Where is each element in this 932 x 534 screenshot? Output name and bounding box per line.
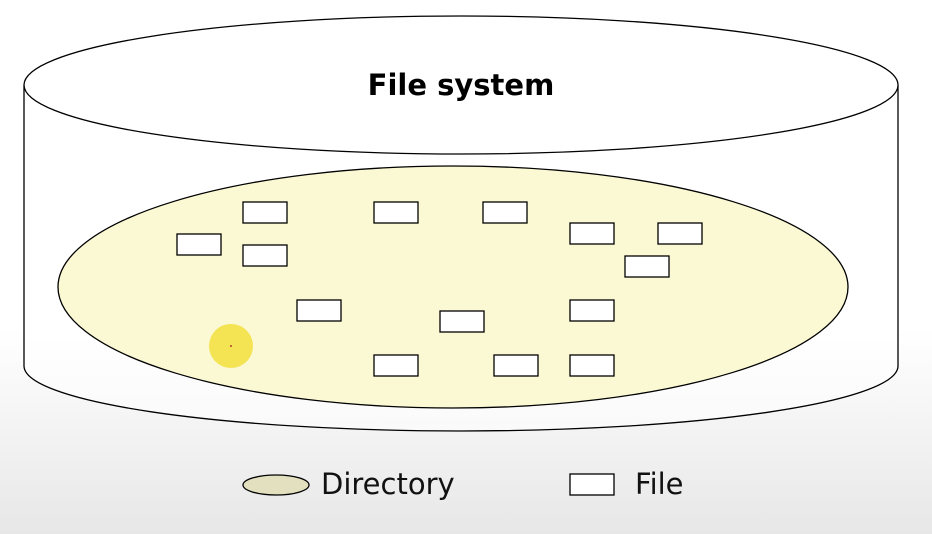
file-rect: [439, 310, 485, 333]
file-rect: [482, 201, 528, 224]
file-rect: [242, 244, 288, 267]
legend-directory-label: Directory: [321, 467, 455, 501]
legend-file-swatch: [569, 473, 615, 496]
file-rect: [569, 222, 615, 245]
cylinder-top: [23, 15, 899, 155]
cursor-dot: [230, 345, 232, 347]
file-rect: [176, 233, 222, 256]
file-rect: [373, 201, 419, 224]
file-rect: [373, 354, 419, 377]
file-rect: [296, 299, 342, 322]
legend-directory-swatch: [242, 474, 310, 496]
file-rect: [569, 299, 615, 322]
files-group: [176, 201, 703, 377]
legend: Directory File: [242, 467, 684, 501]
file-rect: [657, 222, 703, 245]
file-rect: [493, 354, 539, 377]
file-rect: [569, 354, 615, 377]
file-rect: [242, 201, 288, 224]
legend-file-label: File: [635, 467, 684, 501]
file-rect: [624, 255, 670, 278]
diagram-title: File system: [368, 68, 555, 102]
directory-ellipse: [57, 165, 849, 409]
